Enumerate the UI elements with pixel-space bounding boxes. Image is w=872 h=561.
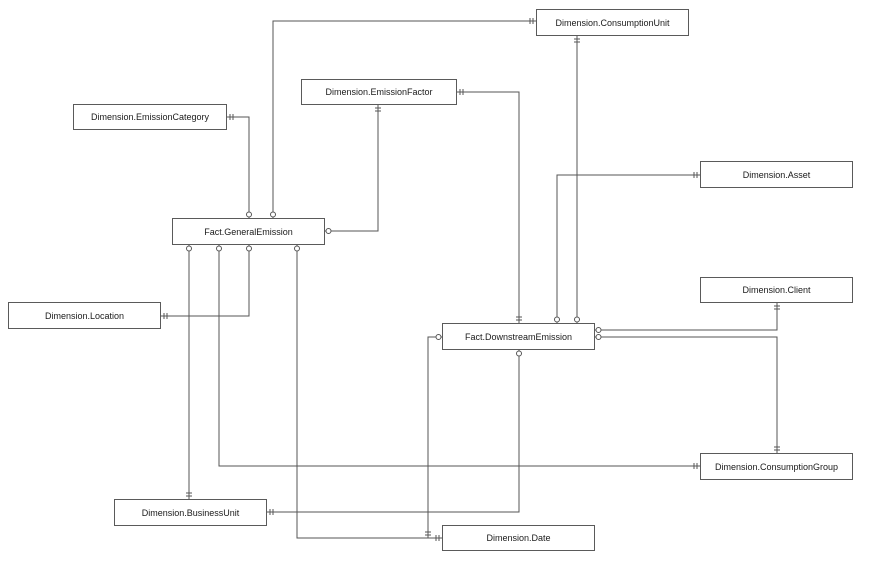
many-marker-icon <box>246 211 252 218</box>
connector-general-consumptionunit <box>272 20 536 218</box>
connector-downstream-asset <box>556 174 700 323</box>
entity-dimension-consumptionunit[interactable]: Dimension.ConsumptionUnit <box>536 9 689 36</box>
one-marker-icon <box>425 531 431 536</box>
connector-downstream-emissionfactor <box>457 91 520 323</box>
entity-label: Dimension.BusinessUnit <box>141 507 240 518</box>
one-marker-icon <box>269 509 274 515</box>
entity-label: Dimension.Date <box>486 533 551 543</box>
connector-general-location <box>161 245 250 317</box>
entity-label: Dimension.Client <box>742 285 811 295</box>
connector-downstream-consumptiongroup <box>595 336 778 453</box>
many-marker-icon <box>216 245 222 252</box>
entity-label: Dimension.ConsumptionGroup <box>714 461 839 472</box>
one-marker-icon <box>163 313 168 319</box>
entity-dimension-emissionfactor[interactable]: Dimension.EmissionFactor <box>301 79 457 105</box>
entity-dimension-date[interactable]: Dimension.Date <box>442 525 595 551</box>
entity-dimension-businessunit[interactable]: Dimension.BusinessUnit <box>114 499 267 526</box>
connector-downstream-businessunit <box>267 350 520 513</box>
entity-fact-generalemission[interactable]: Fact.GeneralEmission <box>172 218 325 245</box>
connector-general-emissionfactor <box>325 105 379 232</box>
many-marker-icon <box>435 334 442 340</box>
one-marker-icon <box>375 107 381 112</box>
entity-label: Dimension.EmissionCategory <box>90 112 210 122</box>
many-marker-icon <box>574 316 580 323</box>
entity-label: Dimension.Location <box>44 310 125 321</box>
entity-label: Fact.DownstreamEmission <box>464 331 573 342</box>
entity-label: Fact.GeneralEmission <box>204 226 293 237</box>
entity-dimension-emissioncategory[interactable]: Dimension.EmissionCategory <box>73 104 227 130</box>
one-marker-icon <box>186 492 192 497</box>
one-marker-icon <box>459 89 464 95</box>
one-marker-icon <box>229 114 234 120</box>
connector-general-emissioncategory <box>227 116 250 218</box>
entity-dimension-client[interactable]: Dimension.Client <box>700 277 853 303</box>
many-marker-icon <box>554 316 560 323</box>
connector-general-consumptiongroup <box>218 245 700 467</box>
many-marker-icon <box>595 334 602 340</box>
one-marker-icon <box>774 305 780 310</box>
one-marker-icon <box>693 463 698 469</box>
many-marker-icon <box>186 245 192 252</box>
many-marker-icon <box>246 245 252 252</box>
entity-label: Dimension.Asset <box>742 169 811 180</box>
many-marker-icon <box>516 350 522 357</box>
one-marker-icon <box>516 316 522 321</box>
entity-dimension-consumptiongroup[interactable]: Dimension.ConsumptionGroup <box>700 453 853 480</box>
connector-general-date <box>296 245 442 539</box>
one-marker-icon <box>529 18 534 24</box>
entity-dimension-location[interactable]: Dimension.Location <box>8 302 161 329</box>
entity-dimension-asset[interactable]: Dimension.Asset <box>700 161 853 188</box>
one-marker-icon <box>774 446 780 451</box>
one-marker-icon <box>435 535 440 541</box>
connector-downstream-client <box>595 303 778 331</box>
many-marker-icon <box>294 245 300 252</box>
many-marker-icon <box>595 327 602 333</box>
entity-fact-downstreamemission[interactable]: Fact.DownstreamEmission <box>442 323 595 350</box>
entity-label: Dimension.EmissionFactor <box>325 87 433 97</box>
many-marker-icon <box>325 228 332 234</box>
connector-downstream-date <box>427 336 442 538</box>
one-marker-icon <box>574 38 580 43</box>
many-marker-icon <box>270 211 276 218</box>
entity-label: Dimension.ConsumptionUnit <box>555 17 670 28</box>
one-marker-icon <box>693 172 698 178</box>
